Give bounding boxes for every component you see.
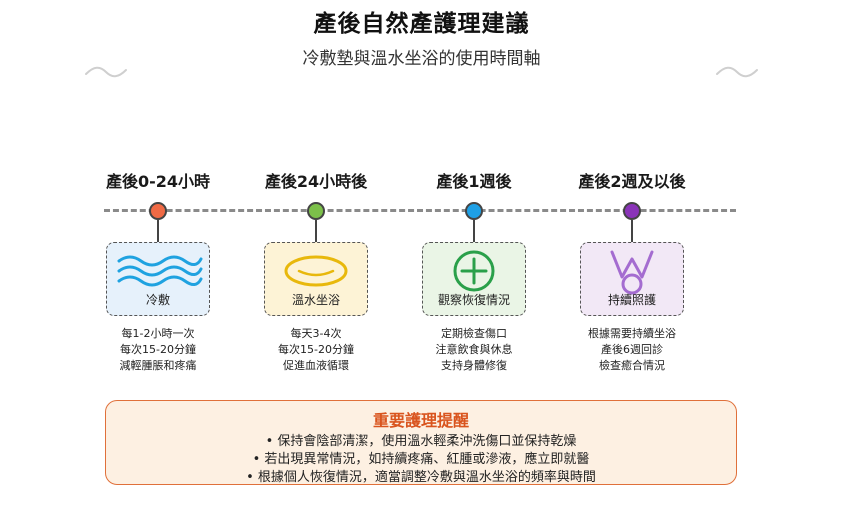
phase-heading: 產後1週後 <box>399 168 549 192</box>
care-symbol-icon <box>581 247 683 295</box>
timeline-marker <box>623 202 641 220</box>
phase-details: 定期檢查傷口 注意飲食與休息 支持身體修復 <box>399 326 549 374</box>
card-label: 冷敷 <box>145 293 170 307</box>
basin-icon-graphic <box>284 255 348 287</box>
page-subtitle: 冷敷墊與溫水坐浴的使用時間軸 <box>302 49 541 69</box>
phase-label: 產後0-24小時 <box>105 172 211 191</box>
phase-heading: 產後2週及以後 <box>557 168 707 192</box>
phase-card: 冷敷 <box>106 242 210 316</box>
detail-line: 產後6週回診 <box>601 343 663 356</box>
waves-icon <box>107 247 209 295</box>
phase-details: 每天3-4次 每次15-20分鐘 促進血液循環 <box>241 326 391 374</box>
page-title: 產後自然產護理建議 <box>313 11 530 37</box>
phase-details: 根據需要持續坐浴 產後6週回診 檢查癒合情況 <box>557 326 707 374</box>
detail-line: 每次15-20分鐘 <box>278 343 354 356</box>
phase-details: 每1-2小時一次 每次15-20分鐘 減輕腫脹和疼痛 <box>83 326 233 374</box>
timeline-line <box>104 209 736 212</box>
plus-circle-icon-graphic <box>453 250 495 292</box>
left-wave-decoration <box>85 66 127 78</box>
detail-line: 促進血液循環 <box>283 359 349 372</box>
connector-line <box>315 220 317 242</box>
detail-line: 檢查癒合情況 <box>599 359 665 372</box>
detail-line: 每1-2小時一次 <box>121 327 195 340</box>
timeline-marker <box>465 202 483 220</box>
detail-line: 每天3-4次 <box>290 327 342 340</box>
reminder-item: • 若出現異常情況，如持續疼痛、紅腫或滲液，應立即就醫 <box>252 452 590 467</box>
card-label: 持續照護 <box>607 293 656 307</box>
detail-line: 支持身體修復 <box>441 359 507 372</box>
detail-line: 根據需要持續坐浴 <box>588 327 676 340</box>
basin-icon <box>265 247 367 295</box>
detail-line: 減輕腫脹和疼痛 <box>119 359 197 372</box>
care-symbol-icon-graphic <box>610 250 654 295</box>
phase-card: 觀察恢復情況 <box>422 242 526 316</box>
reminder-item: • 根據個人恢復情況，適當調整冷敷與溫水坐浴的頻率與時間 <box>246 470 596 485</box>
phase-heading: 產後24小時後 <box>241 168 391 192</box>
connector-line <box>631 220 633 242</box>
waves-icon-graphic <box>117 255 203 287</box>
card-label: 觀察恢復情況 <box>437 293 510 307</box>
care-reminder-box: 重要護理提醒 • 保持會陰部清潔，使用溫水輕柔沖洗傷口並保持乾燥 • 若出現異常… <box>105 400 737 485</box>
detail-line: 注意飲食與休息 <box>435 343 513 356</box>
phase-label: 產後24小時後 <box>264 172 368 191</box>
reminder-list: • 保持會陰部清潔，使用溫水輕柔沖洗傷口並保持乾燥 • 若出現異常情況，如持續疼… <box>106 433 736 487</box>
connector-line <box>157 220 159 242</box>
phase-label: 產後2週及以後 <box>578 172 686 191</box>
timeline-marker <box>149 202 167 220</box>
card-label: 溫水坐浴 <box>291 293 340 307</box>
phase-card: 持續照護 <box>580 242 684 316</box>
detail-line: 每次15-20分鐘 <box>120 343 196 356</box>
reminder-item: • 保持會陰部清潔，使用溫水輕柔沖洗傷口並保持乾燥 <box>265 434 577 449</box>
phase-card: 溫水坐浴 <box>264 242 368 316</box>
plus-circle-icon <box>423 247 525 295</box>
right-wave-decoration <box>716 66 758 78</box>
phase-heading: 產後0-24小時 <box>83 168 233 192</box>
phase-label: 產後1週後 <box>436 172 512 191</box>
detail-line: 定期檢查傷口 <box>441 327 507 340</box>
reminder-title: 重要護理提醒 <box>372 411 469 430</box>
connector-line <box>473 220 475 242</box>
timeline-marker <box>307 202 325 220</box>
